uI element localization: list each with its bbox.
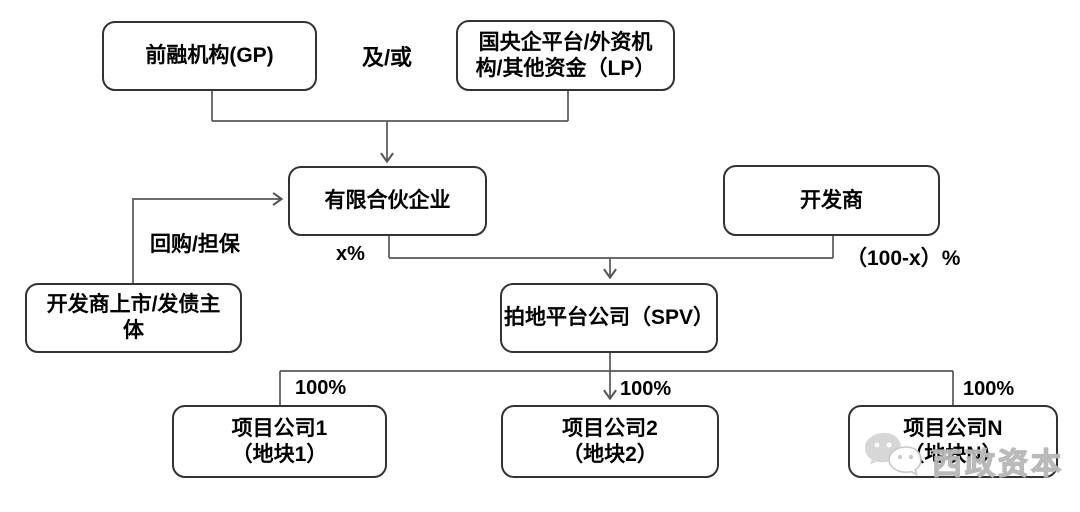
- label-x-percent: x%: [336, 243, 365, 265]
- node-lp-label-line1: 国央企平台/外资机: [478, 30, 653, 54]
- node-project1: 项目公司1 （地块1）: [172, 405, 387, 478]
- node-project2-label-line1: 项目公司2: [562, 416, 658, 440]
- node-gp-label: 前融机构(GP): [145, 44, 274, 67]
- node-developer: 开发商: [723, 165, 940, 236]
- node-spv: 拍地平台公司（SPV）: [500, 283, 718, 353]
- node-gp: 前融机构(GP): [102, 21, 317, 91]
- node-projectN-label-line1: 项目公司N: [903, 416, 1003, 440]
- label-100-percent-3: 100%: [963, 378, 1015, 400]
- label-100-percent-1: 100%: [295, 377, 347, 399]
- node-projectN-label-line2: （地块N）: [903, 442, 1003, 466]
- label-buyback-guarantee: 回购/担保: [150, 233, 240, 256]
- node-lp: 国央企平台/外资机 构/其他资金（LP）: [456, 20, 675, 91]
- node-limited-partnership: 有限合伙企业: [288, 166, 487, 236]
- node-project1-label-line1: 项目公司1: [231, 416, 328, 440]
- node-lp-label-line2: 构/其他资金（LP）: [475, 56, 656, 80]
- node-spv-label: 拍地平台公司（SPV）: [503, 306, 715, 329]
- label-100-percent-2: 100%: [620, 378, 672, 400]
- node-project2-label-line2: （地块2）: [562, 442, 658, 466]
- edge-buyback-guarantee: [132, 192, 284, 283]
- node-developer-label: 开发商: [800, 188, 863, 212]
- node-developer-listco-label-line2: 体: [123, 319, 144, 342]
- node-limited-partnership-label: 有限合伙企业: [324, 189, 451, 212]
- node-project2: 项目公司2 （地块2）: [501, 405, 719, 478]
- node-projectN: 项目公司N （地块N）: [848, 405, 1058, 478]
- label-100-minus-x-percent: （100-x）%: [846, 247, 961, 270]
- node-project1-label-line2: （地块1）: [231, 442, 328, 466]
- node-developer-listco: 开发商上市/发债主 体: [25, 283, 242, 353]
- node-developer-listco-label-line1: 开发商上市/发债主: [46, 293, 221, 316]
- label-and-or: 及/或: [361, 45, 413, 70]
